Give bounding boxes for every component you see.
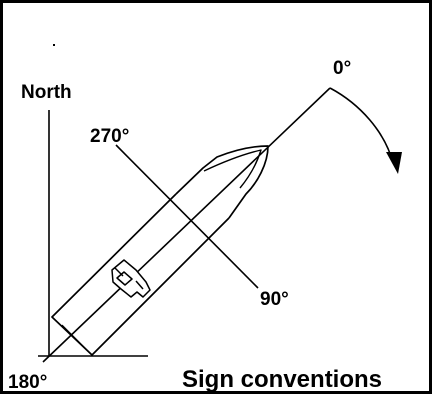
caption: Sign conventions <box>182 366 382 393</box>
north-label: North <box>21 82 72 103</box>
speck <box>53 44 55 46</box>
heading-270-label: 270° <box>90 126 129 147</box>
heading-90-label: 90° <box>260 289 289 310</box>
heading-0-label: 0° <box>333 58 351 79</box>
vessel-hull <box>51 145 269 356</box>
arrowhead <box>386 152 402 174</box>
heading-line-0-180 <box>42 87 331 363</box>
deckhouse <box>111 259 151 298</box>
clockwise-arc-arrow-icon <box>329 87 394 164</box>
heading-180-label: 180° <box>8 372 47 393</box>
heading-line-270-90 <box>115 144 259 289</box>
